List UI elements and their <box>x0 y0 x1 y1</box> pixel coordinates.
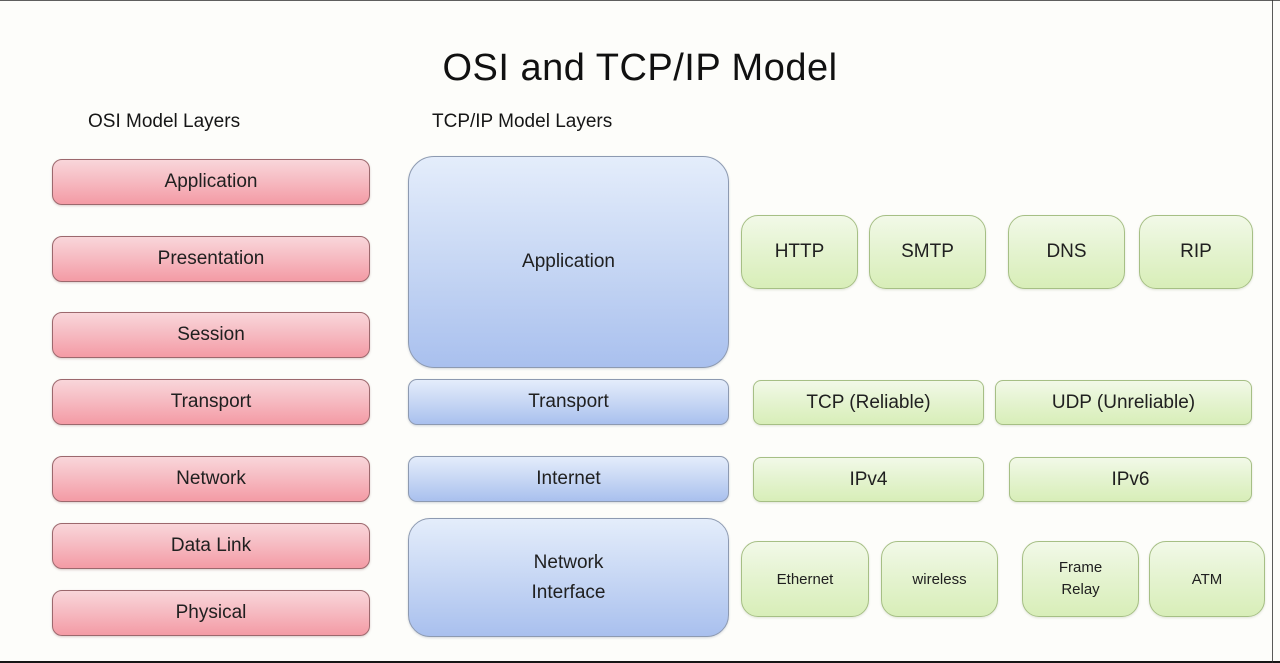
protocol-label: Frame Relay <box>1058 559 1103 598</box>
protocol-label: ATM <box>1191 570 1223 588</box>
osi-layer-label: Physical <box>175 602 247 623</box>
protocol-ipv4: IPv4 <box>753 457 984 502</box>
protocol-ethernet: Ethernet <box>741 541 869 617</box>
protocol-label: TCP (Reliable) <box>806 391 931 413</box>
osi-layer-label: Transport <box>170 391 252 412</box>
protocol-dns: DNS <box>1008 215 1125 289</box>
protocol-http: HTTP <box>741 215 858 289</box>
osi-layer-label: Application <box>164 171 258 192</box>
protocol-label: UDP (Unreliable) <box>1051 391 1196 413</box>
protocol-frame-relay: Frame Relay <box>1022 541 1139 617</box>
osi-layer-label: Network <box>176 468 246 489</box>
protocol-label: RIP <box>1180 241 1212 262</box>
osi-layer-presentation: Presentation <box>52 236 370 282</box>
protocol-ipv6: IPv6 <box>1009 457 1252 502</box>
tcpip-layer-label: Application <box>522 251 615 272</box>
tcpip-layer-label: Internet <box>536 468 601 489</box>
protocol-label: HTTP <box>774 241 825 262</box>
osi-column-heading: OSI Model Layers <box>88 111 241 132</box>
tcpip-layer-label: Network Interface <box>531 552 606 603</box>
tcpip-layer-network-interface: Network Interface <box>408 518 729 637</box>
protocol-label: wireless <box>912 570 967 588</box>
osi-layer-label: Data Link <box>170 535 252 556</box>
protocol-label: DNS <box>1046 241 1087 262</box>
protocol-atm: ATM <box>1149 541 1265 617</box>
video-frame-right-edge <box>1272 0 1273 663</box>
protocol-rip: RIP <box>1139 215 1253 289</box>
protocol-tcp: TCP (Reliable) <box>753 380 984 425</box>
protocol-udp: UDP (Unreliable) <box>995 380 1252 425</box>
osi-layer-label: Presentation <box>157 248 265 269</box>
protocol-label: SMTP <box>901 241 954 262</box>
osi-layer-session: Session <box>52 312 370 358</box>
tcpip-layer-transport: Transport <box>408 379 729 425</box>
protocol-label: Ethernet <box>776 570 834 588</box>
osi-layer-data-link: Data Link <box>52 523 370 569</box>
tcpip-layer-application: Application <box>408 156 729 368</box>
page-title: OSI and TCP/IP Model <box>442 47 838 90</box>
tcpip-column-heading: TCP/IP Model Layers <box>432 111 613 132</box>
protocol-smtp: SMTP <box>869 215 986 289</box>
protocol-label: IPv6 <box>1111 468 1150 490</box>
osi-layer-transport: Transport <box>52 379 370 425</box>
video-frame-top-edge <box>0 0 1280 1</box>
protocol-label: IPv4 <box>849 468 888 490</box>
osi-layer-physical: Physical <box>52 590 370 636</box>
osi-layer-network: Network <box>52 456 370 502</box>
osi-layer-label: Session <box>177 324 245 345</box>
tcpip-layer-label: Transport <box>528 391 609 412</box>
osi-layer-application: Application <box>52 159 370 205</box>
protocol-wireless: wireless <box>881 541 998 617</box>
video-frame-bottom-edge <box>0 661 1280 663</box>
tcpip-layer-internet: Internet <box>408 456 729 502</box>
